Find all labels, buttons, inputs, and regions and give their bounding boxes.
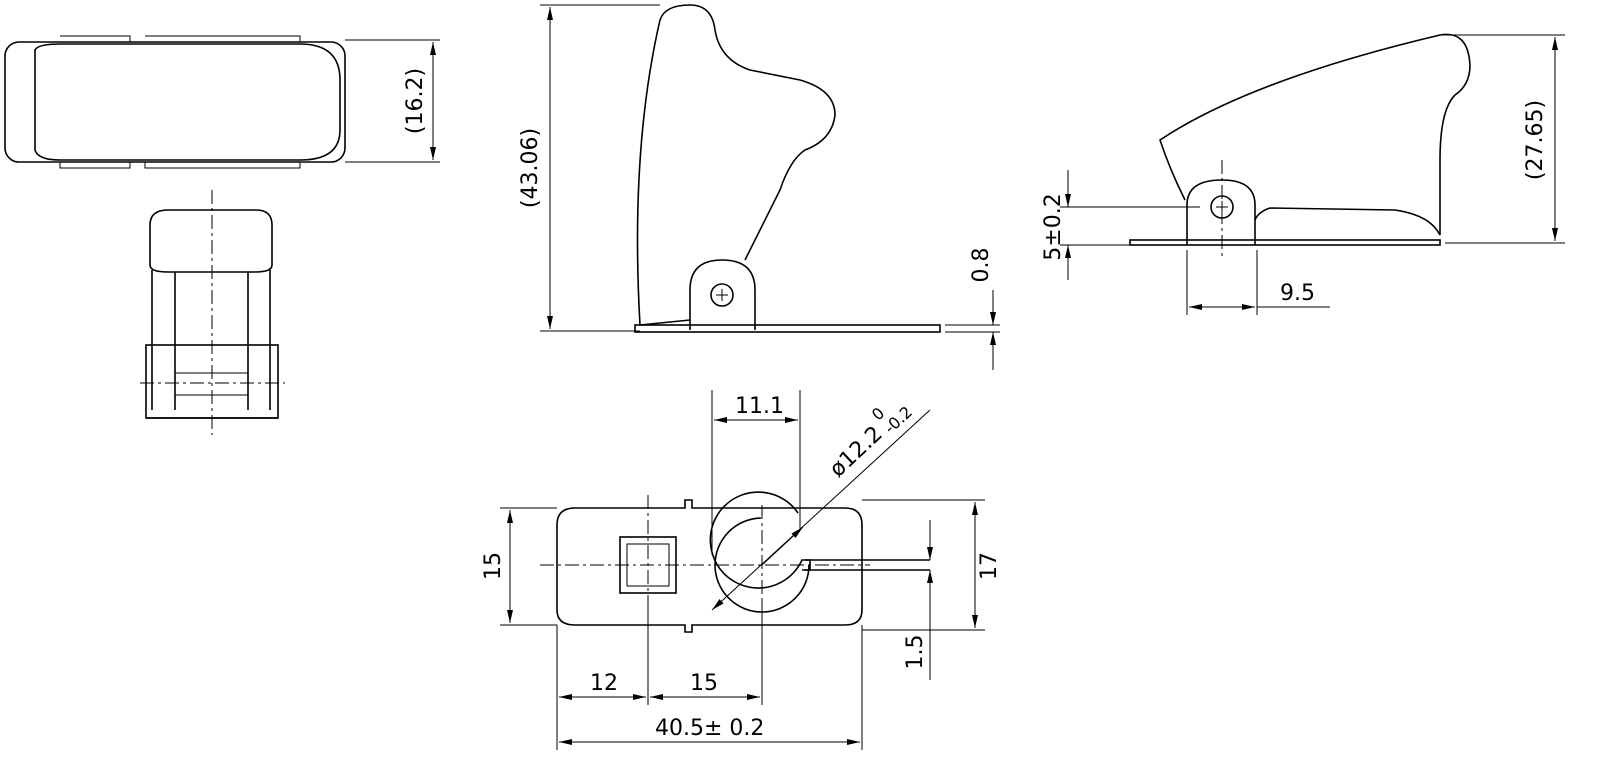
dim-diameter: ø12.2 — [825, 422, 888, 483]
dim-slot-width: 1.5 — [903, 635, 928, 670]
side-view-closed: 5±0.2 9.5 (27.65) — [1041, 33, 1565, 315]
top-view: (16.2) — [4, 35, 440, 169]
dim-plate-thickness: 0.8 — [969, 248, 994, 283]
side-view-open: (43.06) 0.8 — [518, 4, 1000, 370]
dim-pivot-height: 5±0.2 — [1041, 193, 1066, 260]
front-view — [140, 190, 285, 435]
dim-plate-width: 15 — [481, 552, 506, 580]
dim-total-width: 17 — [977, 552, 1002, 580]
dim-pivot-offset: 9.5 — [1280, 281, 1315, 306]
dim-top-width: (16.2) — [403, 68, 428, 134]
dim-hole-center-offset: 15 — [690, 671, 718, 696]
dim-hole-offset: 11.1 — [735, 394, 784, 419]
dim-closed-height: (27.65) — [1523, 100, 1548, 180]
dim-total-length: 40.5± 0.2 — [655, 716, 764, 741]
dim-side-height: (43.06) — [518, 128, 543, 208]
dim-square-offset: 12 — [590, 671, 618, 696]
plan-view: 11.1 ø12.2 0 -0.2 15 17 1.5 12 15 40.5± … — [481, 390, 1002, 750]
dim-diameter-lower-tol: -0.2 — [880, 402, 916, 437]
